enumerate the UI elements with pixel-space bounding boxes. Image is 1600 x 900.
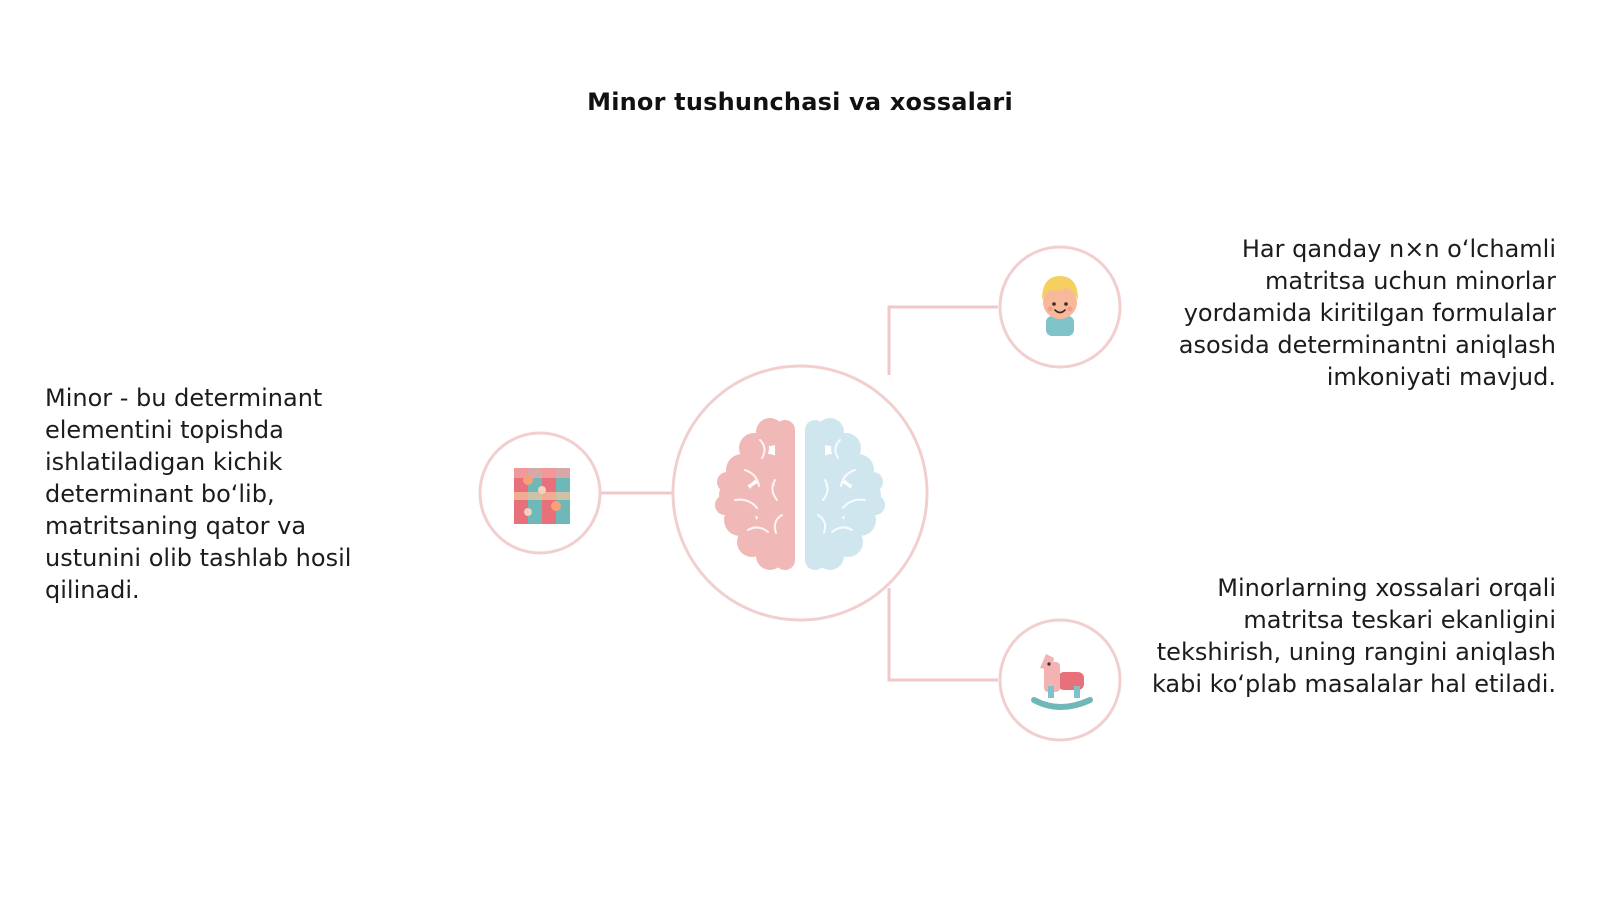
slide-title: Minor tushunchasi va xossalari bbox=[587, 88, 1013, 116]
rocking-horse-icon bbox=[1031, 654, 1093, 710]
center-circle bbox=[671, 364, 929, 622]
node-circles bbox=[478, 245, 1122, 742]
connector-top-right bbox=[887, 305, 998, 375]
top-right-description: Har qanday n×n o‘lchamli matritsa uchun … bbox=[1178, 235, 1556, 391]
left-description: Minor - bu determinant elementini topish… bbox=[45, 384, 352, 604]
brain-icon bbox=[715, 418, 885, 570]
brain-right-hemisphere bbox=[805, 418, 885, 570]
puzzle-icon bbox=[514, 468, 570, 524]
connector-bottom-right bbox=[887, 588, 998, 682]
bottom-right-description: Minorlarning xossalari orqali matritsa t… bbox=[1151, 574, 1556, 698]
child-face-icon bbox=[1042, 276, 1078, 336]
connectors bbox=[600, 305, 998, 682]
brain-left-hemisphere bbox=[715, 418, 795, 570]
